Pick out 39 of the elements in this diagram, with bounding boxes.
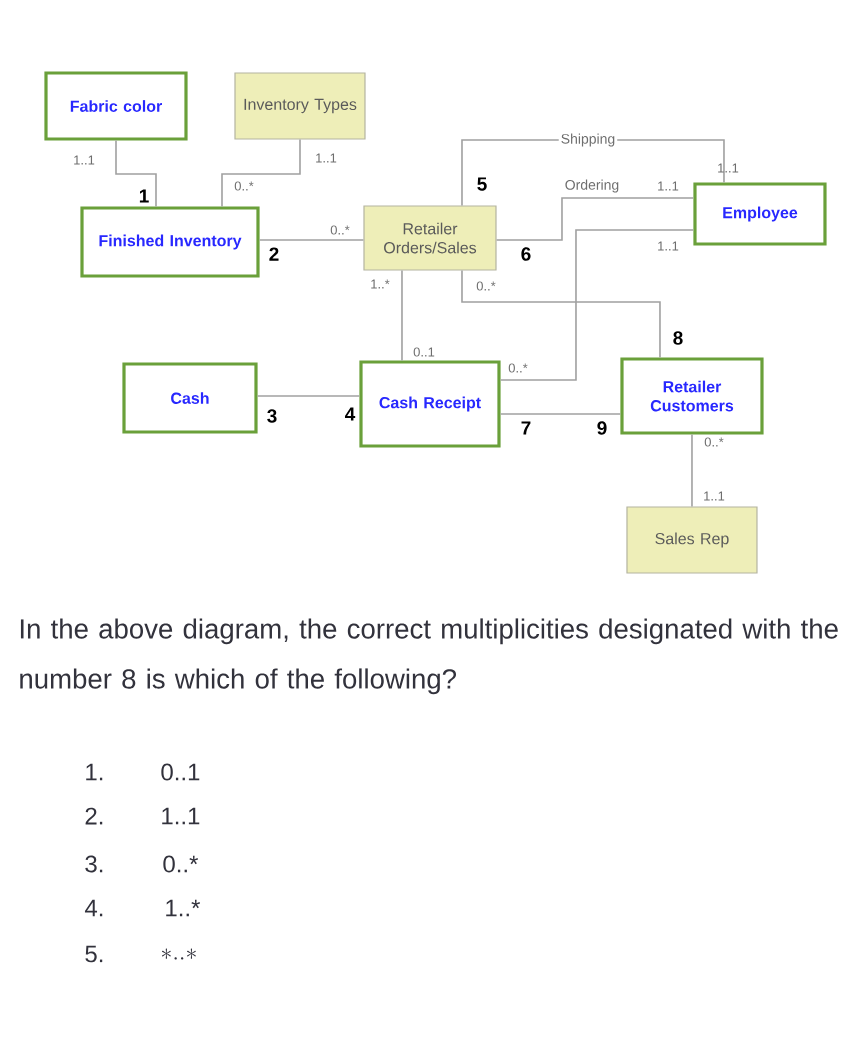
- association-line: [258, 239, 365, 241]
- callout-number: 2: [269, 247, 279, 261]
- association-line: [499, 229, 695, 381]
- class-box: Sales Rep: [626, 506, 758, 574]
- association-line: [691, 433, 693, 508]
- association-line: [221, 138, 301, 208]
- association-line: [401, 269, 403, 362]
- option-number: 5.: [85, 945, 103, 963]
- option-text: $*..*$: [161, 948, 196, 960]
- class-box: Retailer Orders/Sales: [363, 205, 497, 271]
- option-text: 1..1: [162, 807, 200, 825]
- option-number: 3.: [85, 855, 103, 873]
- class-box: Cash Receipt: [359, 360, 501, 448]
- option-text: 0..*: [163, 855, 199, 873]
- option-number: 1.: [86, 763, 103, 781]
- callout-number: 1: [139, 189, 149, 203]
- association-line: [115, 139, 157, 208]
- callout-number: 8: [673, 331, 683, 345]
- class-box: Finished Inventory: [80, 206, 260, 278]
- option-text: 1..*: [166, 899, 201, 917]
- option-text: 0..1: [161, 763, 200, 781]
- callout-number: 7: [521, 421, 531, 435]
- question-text: In the above diagram, the correct multiplicities designated with the number 8 is which of the following?: [20, 618, 838, 695]
- callout-number: 5: [477, 177, 487, 191]
- association-line: [256, 395, 361, 397]
- callout-number: 9: [597, 421, 607, 435]
- callout-number: 4: [345, 407, 356, 421]
- class-box: Cash: [122, 362, 258, 434]
- class-box: Employee: [693, 182, 827, 246]
- association-line: [495, 197, 695, 241]
- option-number: 4.: [84, 899, 103, 917]
- association-line: [499, 413, 622, 415]
- callout-number: 6: [521, 247, 531, 261]
- association-line: [461, 269, 661, 359]
- class-box: Retailer Customers: [620, 357, 764, 435]
- class-box: Inventory Types: [234, 72, 366, 140]
- class-box: Fabric color: [44, 71, 188, 141]
- callout-number: 3: [267, 409, 277, 423]
- option-number: 2.: [85, 807, 103, 825]
